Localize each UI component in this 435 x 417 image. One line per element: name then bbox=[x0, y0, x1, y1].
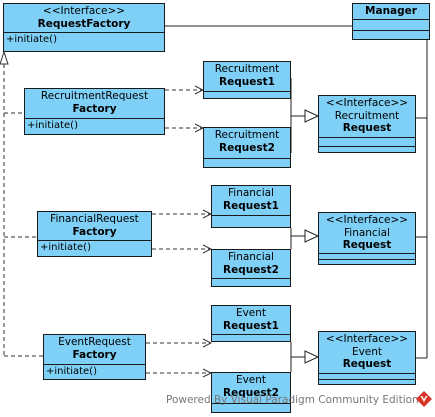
class-name-line2: Factory bbox=[72, 102, 117, 115]
compartment-divider bbox=[212, 334, 290, 335]
interface-recruitment-request[interactable]: <<Interface>> Recruitment Request bbox=[318, 95, 416, 153]
compartment-divider bbox=[212, 403, 290, 404]
class-header: Recruitment Request1 bbox=[204, 62, 290, 88]
class-header: <<Interface>> Financial Request bbox=[319, 213, 415, 252]
class-name-line1: Financial bbox=[228, 187, 274, 199]
compartment-divider bbox=[4, 32, 164, 33]
class-header: <<Interface>> RequestFactory bbox=[4, 4, 164, 30]
class-header: Recruitment Request2 bbox=[204, 128, 290, 154]
class-name-line1: Event bbox=[235, 307, 267, 319]
operation-initiate: +initiate() bbox=[40, 242, 91, 253]
class-name-line2: Request bbox=[342, 239, 392, 251]
operation-initiate: +initiate() bbox=[27, 120, 78, 131]
class-request-factory[interactable]: <<Interface>> RequestFactory +initiate() bbox=[3, 3, 165, 52]
class-name-line2: Request1 bbox=[223, 199, 279, 212]
class-recruitment-request-factory[interactable]: RecruitmentRequest Factory +initiate() bbox=[24, 88, 165, 135]
class-header: <<Interface>> Event Request bbox=[319, 332, 415, 371]
compartment-divider bbox=[319, 253, 415, 254]
class-name-line1: Event bbox=[351, 345, 383, 358]
stereotype-label: <<Interface>> bbox=[325, 214, 409, 226]
class-name: Manager bbox=[365, 5, 417, 17]
class-name-line2: Factory bbox=[72, 348, 117, 361]
class-name-line2: Request1 bbox=[219, 75, 275, 88]
stereotype-label: <<Interface>> bbox=[42, 5, 126, 17]
stereotype-label: <<Interface>> bbox=[325, 97, 409, 109]
operation-initiate: +initiate() bbox=[46, 366, 97, 377]
stereotype-label: <<Interface>> bbox=[325, 333, 409, 345]
class-name: RequestFactory bbox=[37, 17, 131, 30]
class-header: Event Request1 bbox=[212, 306, 290, 332]
class-event-request-factory[interactable]: EventRequest Factory +initiate() bbox=[43, 334, 146, 380]
compartment-divider bbox=[319, 373, 415, 374]
class-event-request1[interactable]: Event Request1 bbox=[211, 305, 291, 342]
compartment-divider bbox=[204, 91, 290, 92]
class-name-line2: Request2 bbox=[223, 386, 279, 399]
compartment-divider bbox=[319, 137, 415, 138]
class-name-line1: Financial bbox=[344, 226, 390, 239]
class-name-line1: Recruitment bbox=[214, 129, 280, 141]
class-header: <<Interface>> Recruitment Request bbox=[319, 96, 415, 135]
class-name-line1: Recruitment bbox=[334, 109, 400, 122]
class-name-line1: Recruitment bbox=[214, 63, 280, 75]
class-name-line2: Request2 bbox=[219, 141, 275, 154]
class-header: Financial Request1 bbox=[212, 186, 290, 212]
class-name-line1: Financial bbox=[228, 251, 274, 263]
class-name-line1: FinancialRequest bbox=[50, 213, 139, 225]
class-name-line2: Request bbox=[342, 122, 392, 134]
compartment-divider bbox=[212, 278, 290, 279]
compartment-divider bbox=[204, 158, 290, 159]
compartment-divider bbox=[353, 19, 429, 20]
class-header: FinancialRequest Factory bbox=[38, 212, 151, 238]
class-header: Event Request2 bbox=[212, 373, 290, 399]
compartment-divider bbox=[212, 215, 290, 216]
gen-event-arrowhead bbox=[304, 350, 320, 364]
compartment-divider bbox=[353, 30, 429, 31]
class-manager[interactable]: Manager bbox=[352, 3, 430, 40]
gen-recruitment-arrowhead bbox=[304, 109, 320, 123]
class-recruitment-request2[interactable]: Recruitment Request2 bbox=[203, 127, 291, 168]
class-name-line2: Request2 bbox=[223, 263, 279, 276]
gen-financial-arrowhead bbox=[304, 229, 320, 243]
interface-event-request[interactable]: <<Interface>> Event Request bbox=[318, 331, 416, 385]
class-recruitment-request1[interactable]: Recruitment Request1 bbox=[203, 61, 291, 99]
class-name-line2: Factory bbox=[72, 225, 117, 238]
compartment-divider bbox=[319, 379, 415, 380]
class-header: Financial Request2 bbox=[212, 250, 290, 276]
compartment-divider bbox=[319, 146, 415, 147]
class-name-line2: Request1 bbox=[223, 319, 279, 332]
class-header: EventRequest Factory bbox=[44, 335, 145, 361]
compartment-divider bbox=[319, 259, 415, 260]
class-name-line1: RecruitmentRequest bbox=[40, 90, 149, 102]
compartment-divider bbox=[44, 364, 145, 365]
visual-paradigm-logo-icon bbox=[416, 391, 432, 407]
watermark-text: Powered By Visual Paradigm Community Edi… bbox=[166, 394, 419, 406]
class-name-line2: Request bbox=[342, 358, 392, 370]
operation-initiate: +initiate() bbox=[6, 34, 57, 45]
compartment-divider bbox=[25, 118, 164, 119]
class-event-request2[interactable]: Event Request2 bbox=[211, 372, 291, 413]
interface-financial-request[interactable]: <<Interface>> Financial Request bbox=[318, 212, 416, 265]
class-financial-request1[interactable]: Financial Request1 bbox=[211, 185, 291, 228]
compartment-divider bbox=[38, 240, 151, 241]
class-financial-request2[interactable]: Financial Request2 bbox=[211, 249, 291, 287]
class-name-line1: Event bbox=[235, 374, 267, 386]
class-name-line1: EventRequest bbox=[58, 336, 131, 348]
realization-arrowhead bbox=[0, 50, 9, 65]
class-financial-request-factory[interactable]: FinancialRequest Factory +initiate() bbox=[37, 211, 152, 257]
class-header: RecruitmentRequest Factory bbox=[25, 89, 164, 115]
